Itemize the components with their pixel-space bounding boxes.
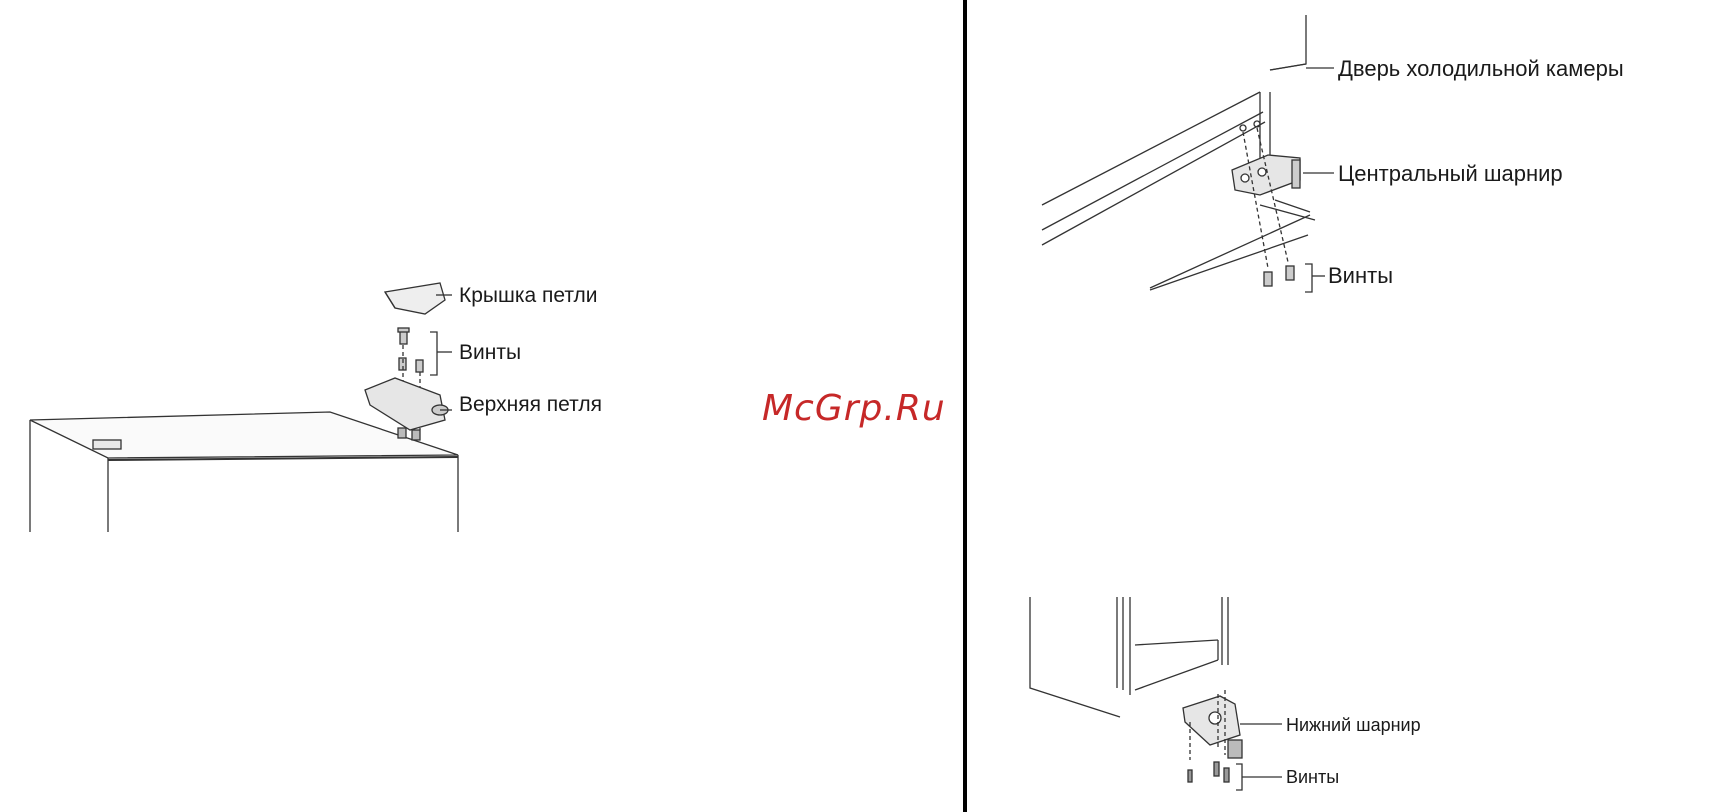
bottom-hinge-illustration [1030, 597, 1282, 790]
screw-group-top [398, 328, 423, 372]
screw-group-center [1264, 266, 1294, 286]
top-hinge-label: Верхняя петля [459, 393, 602, 416]
screws-center-label: Винты [1328, 263, 1393, 288]
center-hinge-label: Центральный шарнир [1338, 161, 1563, 186]
hinge-cover-label: Крышка петли [459, 284, 598, 307]
screw-group-bottom [1188, 762, 1229, 782]
watermark: McGrp.Ru [762, 388, 946, 429]
fridge-door-label: Дверь холодильной камеры [1338, 56, 1624, 81]
screws-bottom-label: Винты [1286, 767, 1339, 787]
center-hinge-illustration [1042, 15, 1334, 292]
bottom-hinge-label: Нижний шарнир [1286, 715, 1421, 735]
top-hinge-illustration [30, 283, 458, 532]
screws-top-label: Винты [459, 341, 521, 364]
